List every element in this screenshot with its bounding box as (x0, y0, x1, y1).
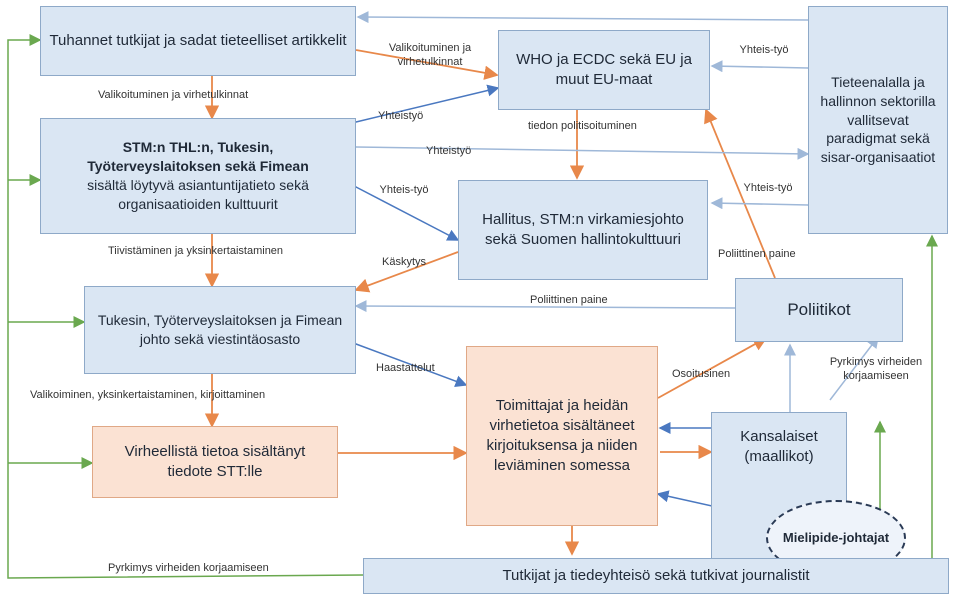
label-correction-attempts-1: Pyrkimys virheiden korjaamiseen (829, 356, 923, 382)
box-government-text: Hallitus, STM:n virkamiesjohto sekä Suom… (482, 210, 684, 248)
label-political-pressure-2: Poliittinen paine (530, 294, 608, 306)
box-paradigms: Tieteenalalla ja hallinnon sektorilla va… (808, 6, 948, 234)
box-who-ecdc-text: WHO ja ECDC sekä EU ja muut EU-maat (516, 50, 692, 88)
box-research-community: Tutkijat ja tiedeyhteisö sekä tutkivat j… (363, 558, 949, 594)
box-researchers-articles-text: Tuhannet tutkijat ja sadat tieteelliset … (49, 31, 347, 49)
label-knowledge-politics: tiedon politisoituminen (528, 120, 637, 132)
box-journalists-text: Toimittajat ja heidän virhetietoa sisält… (486, 396, 638, 475)
ellipse-opinion-leaders-text: Mielipide-johtajat (782, 530, 890, 546)
box-press-release: Virheellistä tietoa sisältänyt tiedote S… (92, 426, 338, 498)
orange-arrows (204, 49, 776, 556)
label-selection-writing: Valikoiminen, yksinkertaistaminen, kirjo… (30, 389, 266, 401)
label-order: Käskytys (382, 256, 427, 268)
box-politicians-text: Poliitikot (787, 299, 851, 319)
label-communication: Tiivistäminen ja yksinkertaistaminen (108, 245, 284, 257)
box-stm-line1: STM:n THL:n, Tukesin, (122, 139, 274, 156)
box-paradigms-text: Tieteenalalla ja hallinnon sektorilla va… (820, 73, 936, 166)
box-tukes-management: Tukesin, Työterveyslaitoksen ja Fimean j… (84, 286, 356, 374)
label-opinions: Osoitusinen (672, 368, 731, 380)
light-arrows (345, 11, 879, 412)
green-arrows (7, 34, 938, 579)
label-cooperation-5: Yhteis-työ (743, 182, 793, 194)
label-selection-errors: Valikoituminen ja virhetulkinnat (388, 42, 472, 68)
box-politicians: Poliitikot (735, 278, 903, 342)
box-citizens-text: Kansalaiset (maallikot) (740, 428, 818, 466)
box-journalists: Toimittajat ja heidän virhetietoa sisält… (466, 346, 658, 526)
box-stm-expertise: STM:n THL:n, Tukesin, Työterveyslaitokse… (40, 118, 356, 234)
label-cooperation-4: Yhteis-työ (379, 184, 429, 196)
box-stm-line2: Työterveyslaitoksen sekä Fimean (87, 158, 309, 175)
label-cooperation-2: Yhteistyö (426, 145, 472, 157)
box-press-release-text: Virheellistä tietoa sisältänyt tiedote S… (124, 442, 306, 480)
box-government: Hallitus, STM:n virkamiesjohto sekä Suom… (458, 180, 708, 280)
box-tukes-management-text: Tukesin, Työterveyslaitoksen ja Fimean j… (97, 312, 343, 347)
label-cooperation-3: Yhteis-työ (739, 44, 789, 56)
label-statements: Haastattelut (376, 362, 435, 374)
label-cooperation-1: Yhteistyö (378, 110, 424, 122)
box-researchers-articles: Tuhannet tutkijat ja sadat tieteelliset … (40, 6, 356, 76)
box-research-community-text: Tutkijat ja tiedeyhteisö sekä tutkivat j… (502, 566, 810, 584)
box-stm-line3: sisältä löytyvä asiantuntijatieto sekä o… (87, 177, 309, 212)
box-who-ecdc: WHO ja ECDC sekä EU ja muut EU-maat (498, 30, 710, 110)
label-correction-attempts-2: Pyrkimys virheiden korjaamiseen (108, 562, 269, 574)
label-political-pressure-1: Poliittinen paine (718, 248, 796, 260)
label-selection-simplification: Valikoituminen ja virhetulkinnat (98, 89, 249, 101)
